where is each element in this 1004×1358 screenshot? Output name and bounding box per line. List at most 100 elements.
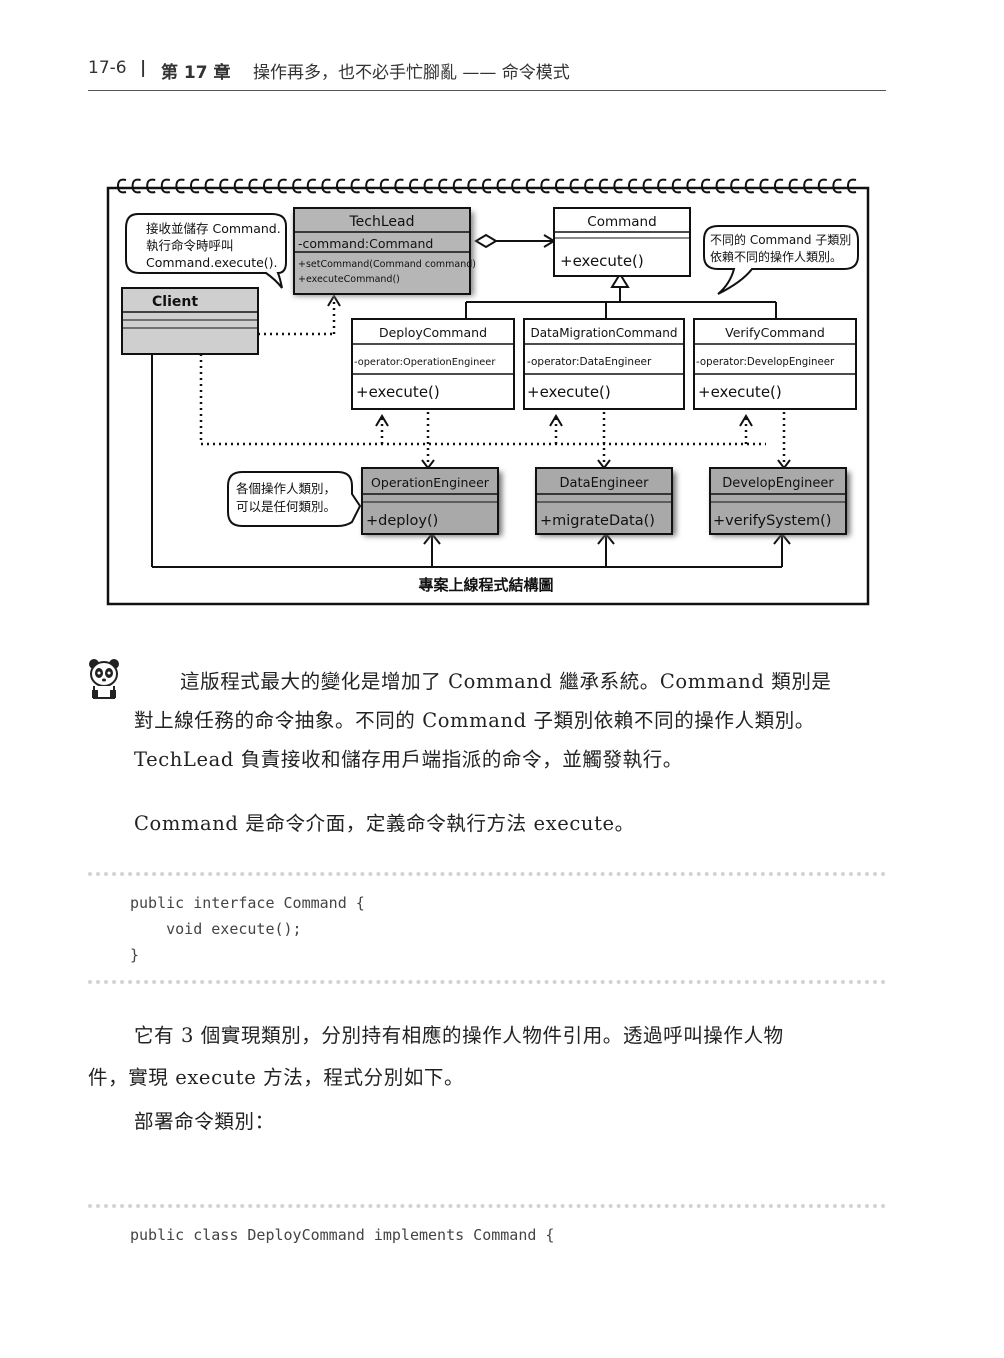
para-1-line-1: 這版程式最大的變化是增加了 Command 繼承系統。Command 類別是 bbox=[180, 670, 832, 693]
binder-ring bbox=[773, 178, 784, 194]
class-data-engineer: DataEngineer +migrateData() bbox=[535, 467, 676, 536]
command-method: +execute() bbox=[560, 252, 644, 270]
para-4: 部署命令類別： bbox=[134, 1110, 275, 1133]
para-1-line-3: TechLead 負責接收和儲存用戶端指派的命令，並觸發執行。 bbox=[134, 748, 683, 771]
class-verify-command: VerifyCommand -operator:DevelopEngineer … bbox=[693, 318, 857, 410]
binder-ring bbox=[686, 178, 696, 194]
command-name: Command bbox=[587, 214, 656, 230]
binder-ring bbox=[627, 178, 638, 194]
migration-field: -operator:DataEngineer bbox=[527, 356, 652, 368]
para-3-line-2: 件，實現 execute 方法，程式分別如下。 bbox=[88, 1066, 465, 1089]
binder-ring bbox=[817, 178, 828, 194]
bubble-bottom-line-1: 各個操作人類別， bbox=[236, 481, 336, 496]
binder-ring bbox=[116, 178, 127, 194]
speech-bubble-left: 接收並儲存 Command. 執行命令時呼叫 Command.execute()… bbox=[125, 213, 287, 289]
binder-ring bbox=[408, 178, 419, 194]
binder-ring bbox=[700, 178, 711, 194]
binder-ring bbox=[744, 178, 755, 194]
binder-ring bbox=[248, 178, 258, 194]
binder-ring bbox=[569, 178, 579, 194]
bubble-left-line-2: 執行命令時呼叫 bbox=[146, 238, 234, 253]
binder-ring bbox=[292, 178, 302, 194]
techlead-method-1: +setCommand(Command command) bbox=[298, 259, 476, 270]
page-number: 17-6 bbox=[88, 58, 127, 78]
code-separator-top bbox=[88, 872, 886, 876]
binder-ring bbox=[613, 178, 623, 194]
develop-engineer-name: DevelopEngineer bbox=[722, 476, 834, 491]
binder-ring bbox=[803, 178, 813, 194]
binder-ring bbox=[262, 178, 273, 194]
class-deploy-command: DeployCommand -operator:OperationEnginee… bbox=[351, 318, 515, 410]
binder-ring bbox=[394, 178, 404, 194]
binder-ring bbox=[277, 178, 287, 194]
binder-ring bbox=[204, 178, 214, 194]
speech-bubble-bottom: 各個操作人類別， 可以是任何類別。 bbox=[227, 471, 362, 527]
binder-ring bbox=[759, 178, 769, 194]
migration-name: DataMigrationCommand bbox=[531, 326, 678, 340]
client-name: Client bbox=[152, 294, 198, 310]
binder-ring bbox=[175, 178, 185, 194]
binder-ring bbox=[146, 178, 156, 194]
data-engineer-method: +migrateData() bbox=[540, 513, 655, 529]
binder-ring bbox=[715, 178, 725, 194]
verify-name: VerifyCommand bbox=[725, 325, 825, 340]
binder-ring bbox=[160, 178, 171, 194]
binder-ring bbox=[554, 178, 565, 194]
class-command: Command +execute() bbox=[553, 207, 691, 277]
binder-ring bbox=[671, 178, 682, 194]
binder-ring bbox=[365, 178, 375, 194]
code-line-1: public interface Command { bbox=[130, 894, 365, 912]
binder-ring bbox=[584, 178, 594, 194]
data-engineer-name: DataEngineer bbox=[560, 476, 650, 491]
bubble-bottom-line-2: 可以是任何類別。 bbox=[236, 499, 336, 514]
para-3-line-1: 它有 3 個實現類別，分別持有相應的操作人物件引用。透過呼叫操作人物 bbox=[134, 1024, 784, 1047]
binder-ring bbox=[452, 178, 463, 194]
binder-ring bbox=[438, 178, 448, 194]
develop-engineer-method: +verifySystem() bbox=[713, 513, 831, 529]
verify-method: +execute() bbox=[698, 383, 782, 401]
page-header: 17-6 | 第 17 章 操作再多，也不必手忙腳亂 —— 命令模式 bbox=[88, 58, 886, 91]
code-line-2: void execute(); bbox=[130, 920, 302, 938]
verify-field: -operator:DevelopEngineer bbox=[696, 357, 835, 368]
binder-ring bbox=[189, 178, 200, 194]
deploy-field: -operator:OperationEngineer bbox=[354, 357, 496, 368]
bubble-left-line-3: Command.execute(). bbox=[146, 255, 278, 270]
dependency-lines bbox=[199, 298, 786, 466]
uml-diagram: 接收並儲存 Command. 執行命令時呼叫 Command.execute()… bbox=[106, 178, 870, 606]
binder-ring bbox=[540, 178, 550, 194]
bubble-right-line-2: 依賴不同的操作人類別。 bbox=[710, 249, 842, 264]
class-client: Client bbox=[121, 287, 259, 355]
class-operation-engineer: OperationEngineer +deploy() bbox=[361, 467, 502, 536]
binder-ring bbox=[730, 178, 740, 194]
op-engineer-name: OperationEngineer bbox=[371, 475, 490, 490]
op-engineer-method: +deploy() bbox=[366, 513, 438, 529]
binder-ring bbox=[350, 178, 360, 194]
para-2: Command 是命令介面，定義命令執行方法 execute。 bbox=[134, 812, 635, 835]
binder-ring bbox=[525, 178, 536, 194]
binder-ring bbox=[219, 178, 229, 194]
techlead-field: -command:Command bbox=[298, 236, 433, 251]
inheritance-triangle bbox=[610, 272, 630, 288]
binder-ring bbox=[335, 178, 346, 194]
binder-ring bbox=[321, 178, 331, 194]
code-line-3: } bbox=[130, 946, 140, 964]
speech-bubble-right: 不同的 Command 子類別 依賴不同的操作人類別。 bbox=[703, 225, 859, 295]
bubble-left-line-1: 接收並儲存 Command. bbox=[146, 221, 281, 236]
aggregation-diamond bbox=[474, 233, 498, 249]
class-data-migration-command: DataMigrationCommand -operator:DataEngin… bbox=[523, 318, 685, 410]
deploy-method: +execute() bbox=[356, 383, 440, 401]
techlead-name: TechLead bbox=[349, 214, 415, 230]
chapter-title: 操作再多，也不必手忙腳亂 —— 命令模式 bbox=[253, 63, 570, 83]
code-separator-bottom bbox=[88, 980, 886, 984]
binder-ring bbox=[511, 178, 521, 194]
chapter-label: 第 17 章 bbox=[161, 63, 231, 83]
para-1-line-2: 對上線任務的命令抽象。不同的 Command 子類別依賴不同的操作人類別。 bbox=[134, 709, 815, 732]
binder-ring bbox=[481, 178, 492, 194]
techlead-method-2: +executeCommand() bbox=[298, 274, 400, 285]
binder-ring bbox=[657, 178, 667, 194]
code2-separator-top bbox=[88, 1204, 886, 1208]
figure-caption: 專案上線程式結構圖 bbox=[418, 576, 553, 594]
binder-ring bbox=[131, 178, 141, 194]
migration-method: +execute() bbox=[527, 383, 611, 401]
binder-rings bbox=[116, 178, 857, 194]
